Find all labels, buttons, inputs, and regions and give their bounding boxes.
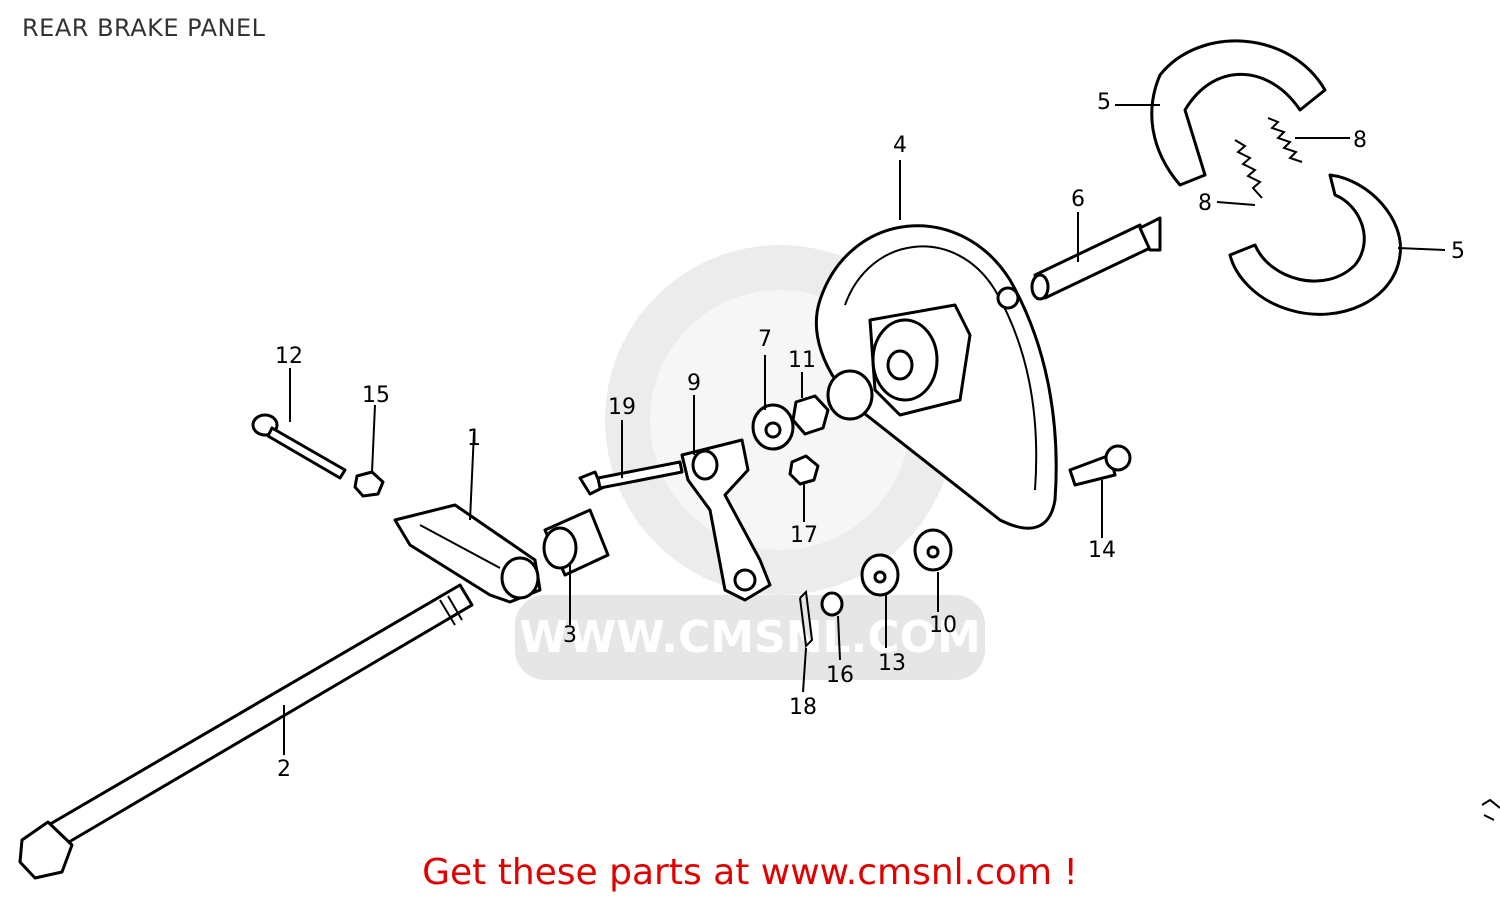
- callout-5-upper: 5: [1097, 90, 1111, 115]
- callout-5-lower: 5: [1451, 239, 1465, 264]
- part-brake-shoe-upper: [1150, 39, 1327, 187]
- part-nut-16: [820, 591, 844, 617]
- callout-3: 3: [563, 623, 577, 648]
- part-cotter-pin-18: [799, 589, 814, 649]
- part-axle: [18, 583, 474, 880]
- callout-8-lower: 8: [1198, 191, 1212, 216]
- callouts: 12 15 1 2 3 19 9 7 11 17 4 6 5 8 8 5 14 …: [275, 90, 1465, 782]
- callout-4: 4: [893, 133, 907, 158]
- part-nut-15: [353, 470, 385, 498]
- callout-9: 9: [687, 371, 701, 396]
- callout-6: 6: [1071, 187, 1085, 212]
- callout-7: 7: [758, 327, 772, 352]
- callout-14: 14: [1088, 538, 1116, 563]
- callout-16: 16: [826, 663, 854, 688]
- front-arrow-icon: [1481, 798, 1500, 821]
- part-bolt-12: [251, 413, 347, 480]
- part-brake-panel: [814, 224, 1058, 530]
- callout-10: 10: [929, 613, 957, 638]
- part-washer-13: [860, 553, 900, 597]
- callout-15: 15: [362, 383, 390, 408]
- part-pin-14: [1068, 444, 1132, 487]
- part-bolt-19: [578, 460, 684, 496]
- page-title: REAR BRAKE PANEL: [22, 14, 266, 42]
- part-collar: [542, 508, 610, 577]
- watermark-text: WWW.CMSNL.COM: [519, 612, 981, 663]
- callout-1: 1: [467, 426, 481, 451]
- leader-lines: [283, 104, 1446, 755]
- callout-8-upper: 8: [1353, 128, 1367, 153]
- part-washer-10: [913, 528, 953, 572]
- part-nut-17: [788, 454, 820, 486]
- callout-11: 11: [788, 348, 816, 373]
- callout-13: 13: [878, 651, 906, 676]
- part-spring-upper: [1267, 117, 1303, 163]
- parts-link-banner[interactable]: Get these parts at www.cmsnl.com !: [422, 852, 1078, 893]
- part-cam-6: [1030, 216, 1162, 301]
- callout-19: 19: [608, 395, 636, 420]
- callout-17: 17: [790, 523, 818, 548]
- callout-12: 12: [275, 344, 303, 369]
- callout-18: 18: [789, 695, 817, 720]
- part-arm-9: [680, 438, 772, 602]
- part-torque-link: [393, 503, 542, 604]
- part-washer-7: [751, 403, 795, 451]
- callout-2: 2: [277, 757, 291, 782]
- part-nut-11: [791, 394, 830, 436]
- part-spring-lower: [1234, 139, 1263, 199]
- part-brake-shoe-lower: [1228, 173, 1402, 316]
